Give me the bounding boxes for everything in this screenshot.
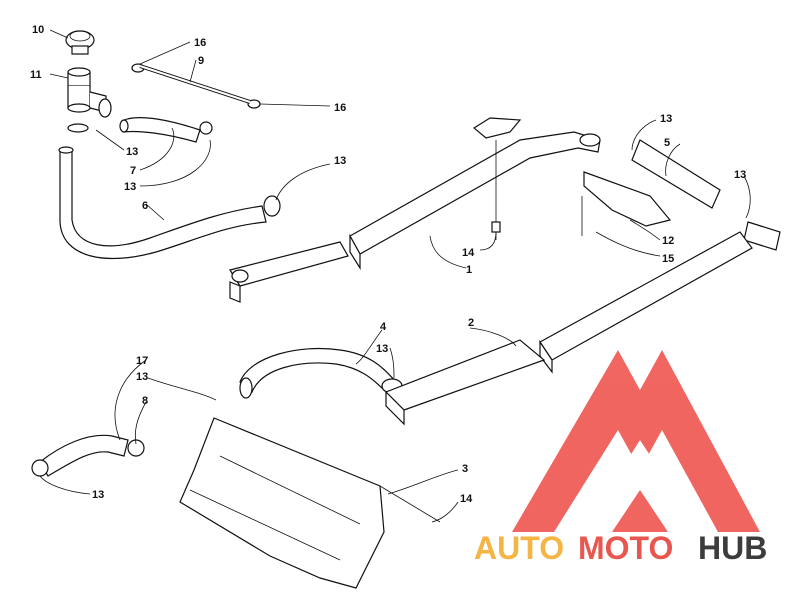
callout-13: 13 — [124, 181, 136, 193]
callout-16: 16 — [194, 37, 206, 49]
callout-1: 1 — [466, 264, 472, 276]
heat-exchanger-plate — [179, 417, 441, 589]
callout-12: 12 — [662, 235, 674, 247]
automotohub-watermark: AUTO MOTO HUB — [474, 530, 767, 566]
callout-14: 14 — [462, 247, 475, 259]
radiator-cap — [65, 30, 95, 55]
callout-13: 13 — [334, 155, 346, 167]
watermark-moto: MOTO — [578, 530, 673, 566]
callout-16: 16 — [334, 102, 346, 114]
heat-exchanger-rear — [384, 339, 546, 426]
callout-2: 2 — [468, 317, 474, 329]
hose-clamp — [98, 98, 112, 118]
hose-long — [58, 146, 281, 260]
watermark-hub: HUB — [698, 530, 767, 566]
hose-short — [119, 117, 213, 143]
callout-10: 10 — [32, 24, 44, 36]
deflector-plate — [581, 171, 672, 236]
parts-artwork — [31, 30, 781, 589]
callout-13: 13 — [136, 371, 148, 383]
callout-13: 13 — [734, 169, 746, 181]
heat-exchanger-front — [229, 131, 601, 303]
hose-rear — [239, 347, 403, 399]
callout-15: 15 — [662, 253, 674, 265]
callout-17: 17 — [136, 355, 148, 367]
hose-clamp — [67, 123, 89, 133]
callout-11: 11 — [30, 69, 42, 81]
callout-labels: 10 11 16 9 16 13 7 13 13 6 14 1 13 5 13 … — [30, 24, 746, 505]
filler-neck — [67, 67, 107, 113]
callout-13: 13 — [92, 489, 104, 501]
callout-13: 13 — [126, 146, 138, 158]
callout-14: 14 — [460, 493, 473, 505]
callout-7: 7 — [130, 165, 136, 177]
watermark-auto: AUTO — [474, 530, 564, 566]
callout-9: 9 — [198, 55, 204, 67]
callout-6: 6 — [142, 200, 148, 212]
callout-13: 13 — [660, 113, 672, 125]
callout-4: 4 — [380, 321, 387, 333]
heat-exchanger-right — [539, 139, 781, 374]
automotohub-logo — [512, 350, 760, 532]
overflow-tube — [139, 64, 251, 104]
bracket-top — [472, 117, 522, 240]
callout-3: 3 — [462, 463, 468, 475]
callout-13: 13 — [376, 343, 388, 355]
leader-lines — [39, 29, 751, 523]
callout-5: 5 — [664, 137, 670, 149]
callout-8: 8 — [142, 395, 148, 407]
